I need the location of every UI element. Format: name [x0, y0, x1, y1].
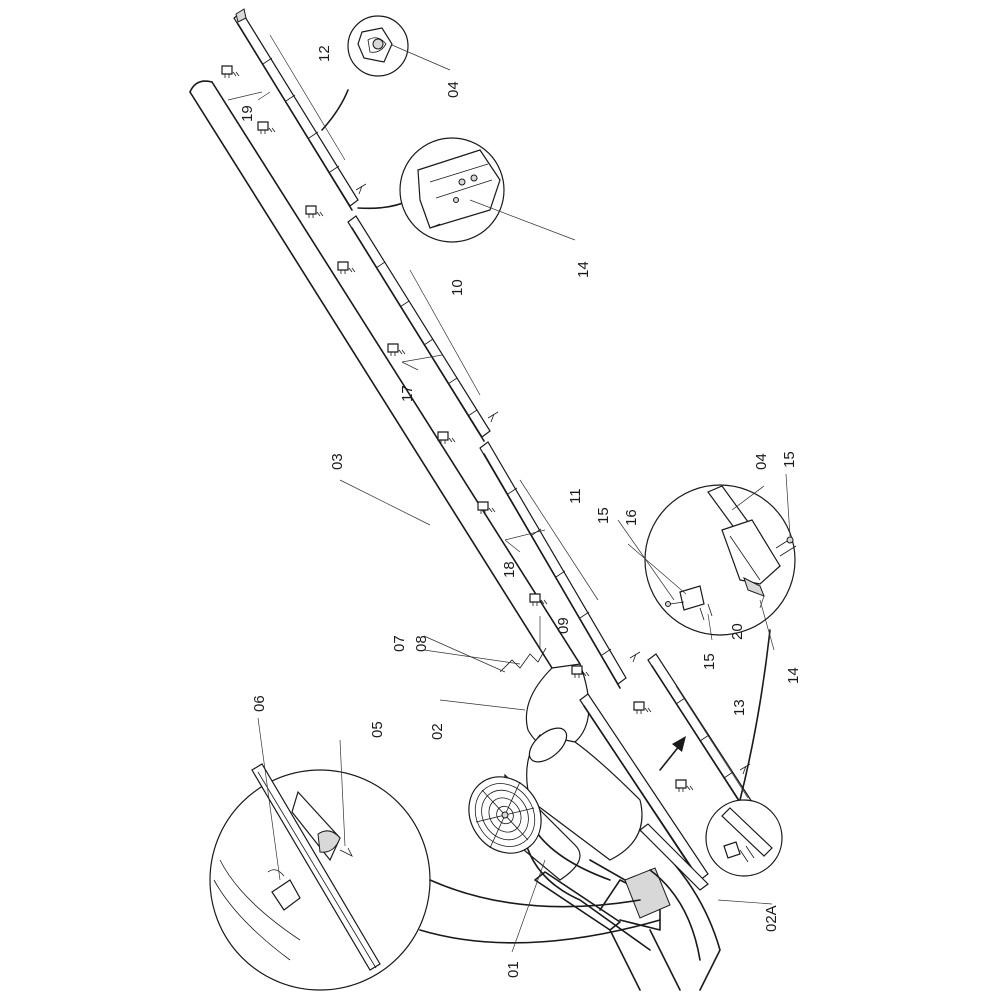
label-13: 13 — [731, 699, 748, 716]
clamp-bracket — [477, 501, 496, 514]
label-05: 05 — [369, 721, 386, 738]
clamp-bracket — [305, 205, 324, 218]
clamp-bracket — [529, 593, 548, 606]
clamp-bracket — [675, 779, 694, 792]
rail-segment-10 — [347, 215, 491, 442]
leader-lines — [227, 34, 791, 953]
label-15-a: 15 — [595, 507, 612, 524]
label-15-c: 15 — [701, 653, 718, 670]
clamp-bracket — [571, 665, 590, 678]
joint-screws — [355, 183, 751, 775]
label-19: 19 — [239, 105, 256, 122]
label-04-right: 04 — [753, 453, 770, 470]
clamp-bracket — [437, 431, 456, 444]
part-labels: 04 12 19 14 10 17 03 11 18 15 16 04 15 0… — [239, 45, 802, 978]
label-03: 03 — [329, 453, 346, 470]
label-07: 07 — [391, 635, 408, 652]
label-06: 06 — [251, 695, 268, 712]
label-09: 09 — [555, 617, 572, 634]
label-20: 20 — [729, 623, 746, 640]
rail-segment-11 — [479, 441, 627, 689]
label-02: 02 — [429, 723, 446, 740]
clamp-bracket — [337, 261, 356, 274]
label-15-b: 15 — [781, 451, 798, 468]
label-04-top: 04 — [445, 81, 462, 98]
label-10: 10 — [449, 279, 466, 296]
clamp-bracket — [221, 65, 240, 78]
label-16: 16 — [623, 509, 640, 526]
label-14-top: 14 — [575, 261, 592, 278]
rail-segment-12 — [233, 8, 359, 211]
label-12: 12 — [316, 45, 333, 62]
label-17: 17 — [399, 385, 416, 402]
label-08: 08 — [413, 635, 430, 652]
clamp-bracket — [387, 343, 406, 356]
label-14-right: 14 — [785, 667, 802, 684]
label-01: 01 — [505, 961, 522, 978]
label-02a: 02A — [763, 905, 780, 932]
flex-section — [499, 647, 547, 673]
detail-circle-14-top — [357, 137, 505, 243]
rail-segment-02a — [579, 693, 709, 891]
support-frame — [534, 859, 681, 991]
clamp-bracket — [257, 121, 276, 134]
detail-circle-04-top — [321, 15, 409, 131]
label-18: 18 — [501, 561, 518, 578]
bracket-16 — [665, 585, 713, 621]
flow-arrow — [659, 736, 686, 771]
clamp-bracket — [633, 701, 652, 714]
detail-circle-lower-right — [705, 799, 783, 877]
fan-guard — [468, 776, 542, 854]
label-11: 11 — [567, 488, 584, 504]
duct-tube — [189, 80, 581, 669]
detail-circle-lower-left — [209, 763, 661, 991]
